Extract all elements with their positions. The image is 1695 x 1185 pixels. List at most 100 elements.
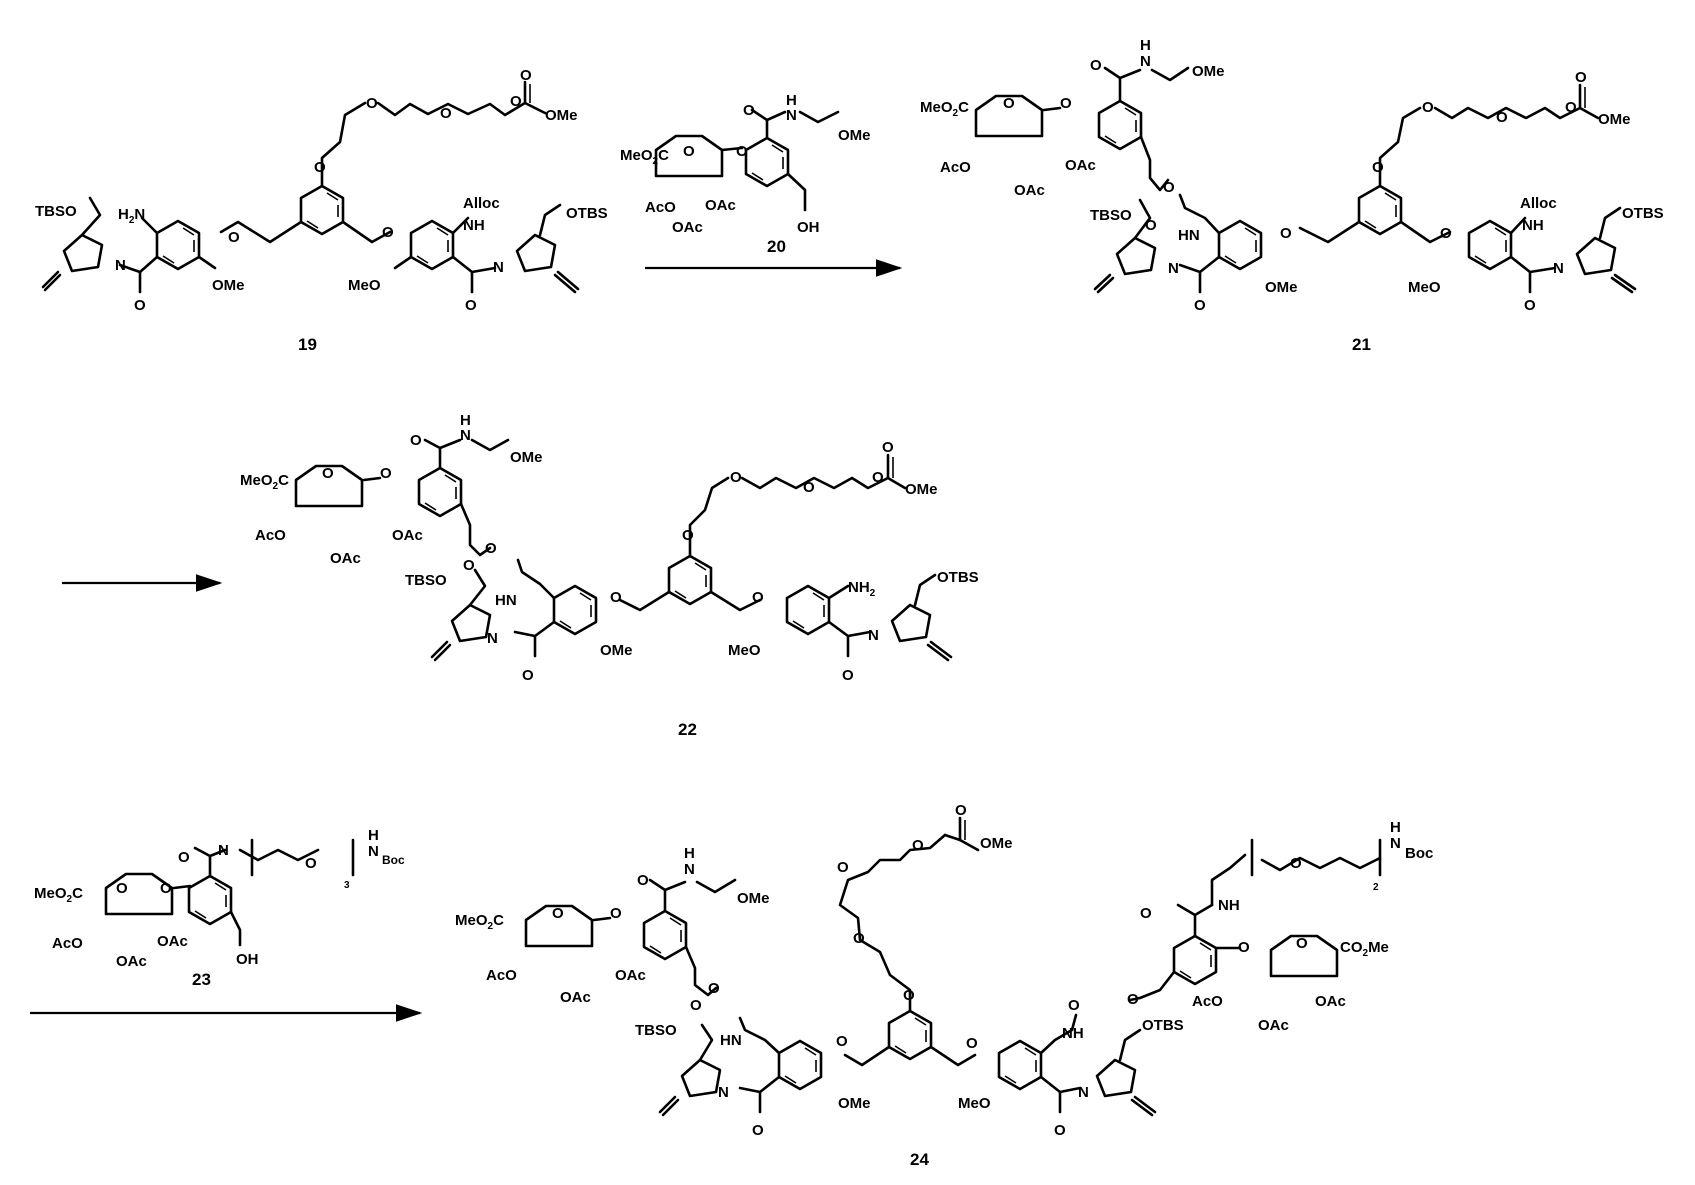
O-label: O [1145,217,1157,234]
Boc-label: Boc [382,853,405,867]
O-label: O [465,297,477,314]
OAc-label: OAc [1065,157,1096,174]
AcO-label: AcO [52,935,83,952]
O-label: O [637,872,649,889]
O-label: O [736,143,748,160]
MeO-label: MeO [1408,279,1441,296]
OMe-label: OMe [838,127,871,144]
reagent-20: MeO2C O O AcO OAc OAc O H N OMe OH 20 [620,92,871,256]
MeO2C-label: MeO2C [920,99,969,119]
N-label: N [487,630,498,647]
O-label: O [837,859,849,876]
O-label: O [552,905,564,922]
O-label: O [322,465,334,482]
O-label: O [178,849,190,866]
O-label: O [1194,297,1206,314]
Alloc-label: Alloc [463,195,500,212]
O-label: O [116,880,128,897]
OAc-label: OAc [157,933,188,950]
OMe-label: OMe [838,1095,871,1112]
O-label: O [410,432,422,449]
CO2Me-label: CO2Me [1340,939,1389,959]
OAc-label: OAc [1258,1017,1289,1034]
O-label: O [1524,297,1536,314]
O-label: O [314,159,326,176]
OMe-label: OMe [600,642,633,659]
O-label: O [160,880,172,897]
O-label: O [1280,225,1292,242]
O-label: O [305,855,317,872]
reagent-23: MeO2C O O AcO OAc OAc O N O 3 H N Boc OH… [34,827,405,989]
N-label: N [786,107,797,124]
O-label: O [682,527,694,544]
H-label: H [368,827,379,844]
O-label: O [955,802,967,819]
OAc-label: OAc [615,967,646,984]
HN-label: HN [495,592,517,609]
O-label: O [1003,95,1015,112]
N-label: N [460,427,471,444]
O-label: O [683,143,695,160]
O-label: O [510,93,522,110]
O-label: O [752,1122,764,1139]
O-label: O [836,1033,848,1050]
O-label: O [366,95,378,112]
O-label: O [485,540,497,557]
MeO-label: MeO [728,642,761,659]
OTBS-label: OTBS [1142,1017,1184,1034]
repeat-3: 3 [344,880,350,891]
OAc-label: OAc [1014,182,1045,199]
NH-label: NH [1218,897,1240,914]
TBSO-label: TBSO [405,572,447,589]
O-label: O [1290,855,1302,872]
O-label: O [903,987,915,1004]
OMe-label: OMe [545,107,578,124]
OTBS-label: OTBS [1622,205,1664,222]
N-label: N [1390,835,1401,852]
O-label: O [730,469,742,486]
O-label: O [872,469,884,486]
compound-24: MeO2C O O AcO OAc OAc O H N OMe O O TBSO… [455,802,1433,1169]
O-label: O [1140,905,1152,922]
compound-label-20: 20 [767,237,786,256]
O-label: O [610,589,622,606]
N-label: N [1553,260,1564,277]
NH-label: NH [463,217,485,234]
N-label: N [218,842,229,859]
O-label: O [1372,159,1384,176]
AcO-label: AcO [940,159,971,176]
O-label: O [842,667,854,684]
O-label: O [440,105,452,122]
HN-label: HN [720,1032,742,1049]
MeO2C-label: MeO2C [620,147,669,167]
OMe-label: OMe [905,481,938,498]
compound-22: MeO2C O O AcO OAc OAc O H N OMe O O TBSO… [240,412,979,739]
N-label: N [1140,53,1151,70]
N-label: N [684,861,695,878]
compound-label-21: 21 [1352,335,1371,354]
O-label: O [1238,939,1250,956]
compound-label-22: 22 [678,720,697,739]
O-label: O [752,589,764,606]
compound-21: MeO2C O O AcO OAc OAc O H N OMe O O TBSO… [920,37,1664,354]
O-label: O [743,102,755,119]
O-label: O [853,930,865,947]
OTBS-label: OTBS [566,205,608,222]
HN-label: HN [1178,227,1200,244]
H-label: H [460,412,471,429]
compound-19: TBSO H2N N O O OMe O O O O O OMe O MeO A… [35,67,608,354]
OMe-label: OMe [980,835,1013,852]
OAc-label: OAc [1315,993,1346,1010]
O-label: O [690,997,702,1014]
O-label: O [1565,99,1577,116]
OAc-label: OAc [116,953,147,970]
compound-label-19: 19 [298,335,317,354]
O-label: O [380,465,392,482]
N-label: N [1168,260,1179,277]
Boc-label: Boc [1405,845,1433,862]
O-label: O [1127,991,1139,1008]
OMe-label: OMe [510,449,543,466]
O-label: O [708,980,720,997]
H2N-label: H2N [118,206,145,226]
